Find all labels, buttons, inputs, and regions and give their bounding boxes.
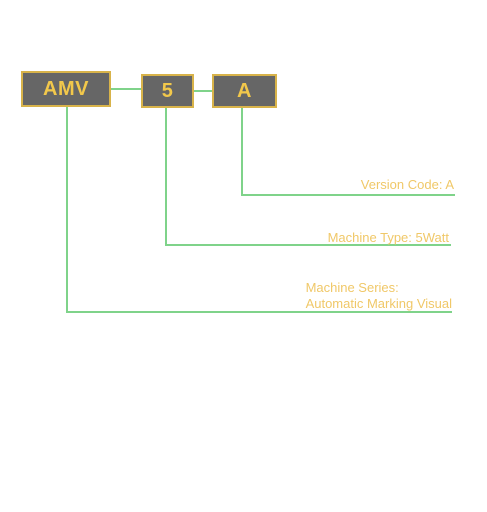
connector-5-a (194, 90, 212, 92)
leader-5-vertical (165, 108, 167, 246)
code-amv: AMV (43, 77, 89, 100)
connector-amv-5 (111, 88, 141, 90)
leader-amv-horizontal (66, 311, 452, 313)
machine-type-label: Machine Type: 5Watt (327, 230, 449, 245)
code-5: 5 (161, 79, 174, 102)
machine-series-label: Machine Series: Automatic Marking Visual (306, 280, 452, 312)
code-box-a: A (212, 74, 277, 108)
leader-a-vertical (241, 108, 243, 196)
code-box-5: 5 (141, 74, 194, 108)
leader-amv-vertical (66, 107, 68, 313)
leader-a-horizontal (241, 194, 455, 196)
machine-series-label-line1: Machine Series: (305, 280, 399, 295)
machine-series-label-line2: Automatic Marking Visual (305, 296, 452, 311)
leader-5-horizontal (165, 244, 451, 246)
code-box-amv: AMV (21, 71, 111, 107)
version-code-label: Version Code: A (360, 177, 454, 192)
code-a: A (237, 79, 252, 102)
